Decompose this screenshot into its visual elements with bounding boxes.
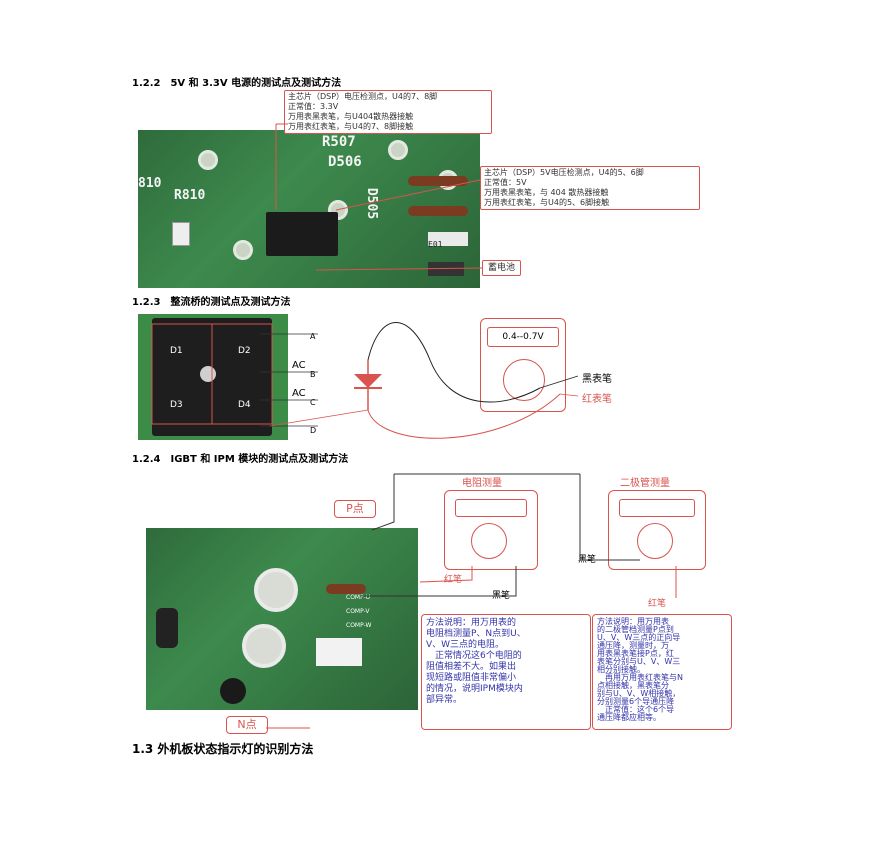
pcb-photo-power: R507 D506 810 R810 D505 E01 xyxy=(138,130,480,288)
callout-battery: 蓄电池 xyxy=(482,260,522,276)
resistance-meter-display xyxy=(455,499,527,517)
diode-meter-display xyxy=(619,499,695,517)
silk-e01: E01 xyxy=(428,240,443,249)
battery-component xyxy=(428,262,464,276)
fig2-diagram-lines xyxy=(151,322,579,439)
silk-r507: R507 xyxy=(322,134,356,150)
red-pen-label-1: 红笔 xyxy=(444,575,463,585)
resistor-chip xyxy=(172,222,190,246)
silk-d506: D506 xyxy=(328,154,362,170)
section-heading-1-2-3: 1.2.3 整流桥的测试点及测试方法 xyxy=(132,297,291,308)
ipm-board-photo: COMP-U COMP-V COMP-W xyxy=(146,528,418,710)
fig3-wires xyxy=(266,473,677,729)
ic-u4 xyxy=(266,212,338,256)
pin-label-c: C xyxy=(310,398,316,407)
callout-dsp-5v: 主芯片（DSP）5V电压检测点，U4的5、6脚 正常值：5V 万用表黑表笔，与 … xyxy=(480,166,700,210)
silk-r810b: 810 xyxy=(138,176,162,191)
section-heading-1-3: 1.3 外机板状态指示灯的识别方法 xyxy=(132,742,314,756)
meter-dial xyxy=(503,359,545,401)
diode-d505 xyxy=(408,206,468,216)
diode-meter-title: 二极管测量 xyxy=(620,478,670,489)
note-diode-method: 方法说明：用万用表 的二极管档测量P点到 U、V、W三点的正向导 通压降，测量时… xyxy=(592,614,732,730)
comp-v-label: COMP-V xyxy=(346,608,370,615)
red-pen-label-2: 红笔 xyxy=(648,599,667,609)
pin-label-ac1: AC xyxy=(292,360,306,371)
diode-label-d4: D4 xyxy=(238,400,251,410)
multimeter-resistance xyxy=(444,490,538,570)
note-resistance-method: 方法说明：用万用表的 电阻档测量P、N点到U、 V、W三点的电阻。 正常情况这6… xyxy=(421,614,591,730)
callout-dsp-3v3: 主芯片（DSP）电压检测点，U4的7、8脚 正常值：3.3V 万用表黑表笔，与U… xyxy=(284,90,492,134)
meter-display: 0.4--0.7V xyxy=(487,327,559,347)
section-heading-1-2-4: 1.2.4 IGBT 和 IPM 模块的测试点及测试方法 xyxy=(132,454,349,465)
pin-label-b: B xyxy=(310,370,316,379)
n-point-tag: N点 xyxy=(226,716,268,734)
comp-w-label: COMP-W xyxy=(346,622,372,629)
diode-label-d2: D2 xyxy=(238,346,251,356)
black-probe-label: 黑表笔 xyxy=(582,374,612,385)
fig1-leader-lines xyxy=(275,123,483,271)
diode-label-d3: D3 xyxy=(170,400,183,410)
pin-label-ac2: AC xyxy=(292,388,306,399)
pin-label-a: A xyxy=(310,332,316,341)
multimeter-diode xyxy=(608,490,706,570)
resistance-meter-dial xyxy=(471,523,507,559)
diode-label-d1: D1 xyxy=(170,346,183,356)
section-heading-1-2-2: 1.2.2 5V 和 3.3V 电源的测试点及测试方法 xyxy=(132,78,342,89)
red-probe-label: 红表笔 xyxy=(582,394,612,405)
resistance-meter-title: 电阻测量 xyxy=(462,478,502,489)
diode-symbol xyxy=(354,374,382,388)
diode-d506 xyxy=(408,176,468,186)
diode-meter-dial xyxy=(637,523,673,559)
comp-u-label: COMP-U xyxy=(346,594,371,601)
p-point-tag: P点 xyxy=(334,500,376,518)
pin-label-d: D xyxy=(310,426,317,435)
silk-r810: R810 xyxy=(174,188,206,203)
